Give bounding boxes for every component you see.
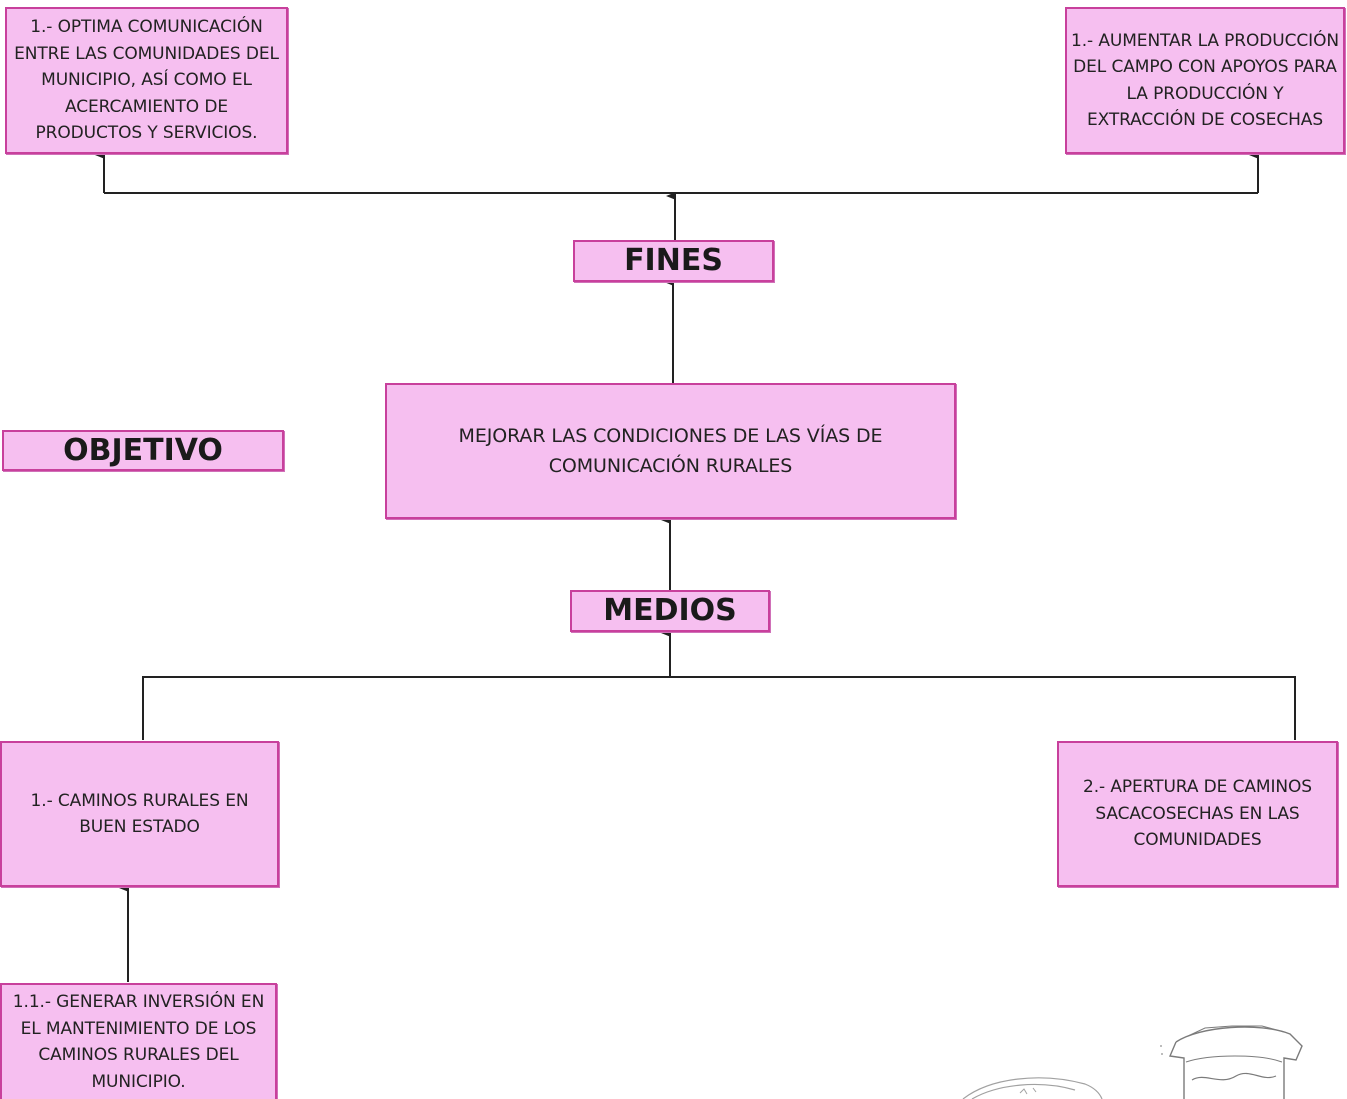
round-stamp-icon <box>962 1077 1103 1099</box>
medios-label-box: MEDIOS <box>570 590 770 632</box>
medio-box-2: 2.- APERTURA DE CAMINOS SACACOSECHAS EN … <box>1057 741 1338 887</box>
fines-label-box: FINES <box>573 240 774 282</box>
fines-label: FINES <box>624 243 723 278</box>
submedio-box-1-text: 1.1.- GENERAR INVERSIÓN EN EL MANTENIMIE… <box>12 992 265 1092</box>
fin-box-1: 1.- OPTIMA COMUNICACIÓN ENTRE LAS COMUNI… <box>5 7 288 154</box>
objective-box: MEJORAR LAS CONDICIONES DE LAS VÍAS DE C… <box>385 383 956 519</box>
fin-box-2-text: 1.- AUMENTAR LA PRODUCCIÓN DEL CAMPO CON… <box>1071 30 1339 131</box>
objective-text: MEJORAR LAS CONDICIONES DE LAS VÍAS DE C… <box>458 425 883 477</box>
medios-label: MEDIOS <box>603 593 737 628</box>
medio-box-2-text: 2.- APERTURA DE CAMINOS SACACOSECHAS EN … <box>1083 777 1312 851</box>
medio-box-1-text: 1.- CAMINOS RURALES EN BUEN ESTADO <box>30 790 249 838</box>
medio-box-1: 1.- CAMINOS RURALES EN BUEN ESTADO <box>0 741 279 887</box>
objetivo-label-box: OBJETIVO <box>2 430 284 471</box>
fin-box-2: 1.- AUMENTAR LA PRODUCCIÓN DEL CAMPO CON… <box>1065 7 1345 154</box>
fin-box-1-text: 1.- OPTIMA COMUNICACIÓN ENTRE LAS COMUNI… <box>14 17 279 144</box>
coat-of-arms-icon <box>1160 1025 1303 1099</box>
objetivo-label: OBJETIVO <box>63 432 223 468</box>
submedio-box-1: 1.1.- GENERAR INVERSIÓN EN EL MANTENIMIE… <box>0 983 277 1099</box>
